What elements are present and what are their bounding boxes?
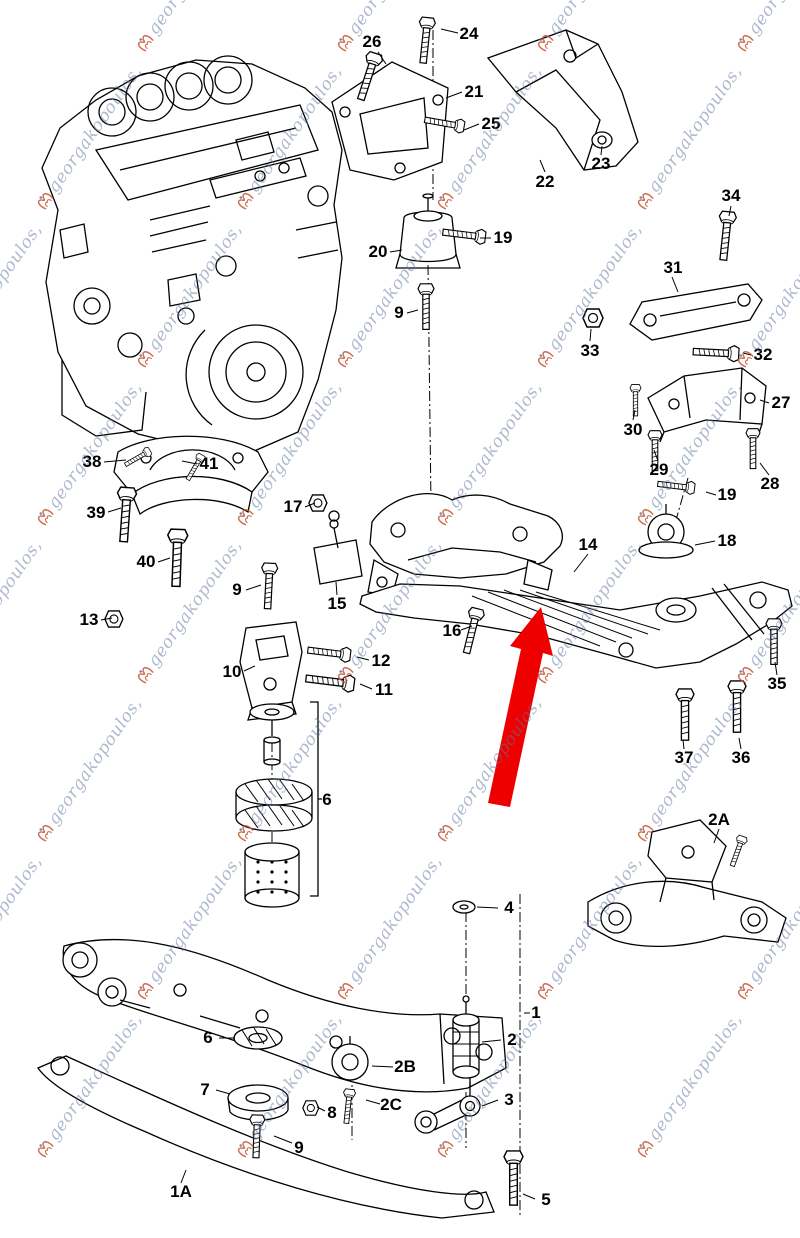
upper-bracket-22 xyxy=(486,29,639,171)
torque-rod-31 xyxy=(629,283,763,341)
lower-arm-1A xyxy=(37,1055,495,1219)
engine-illustration xyxy=(41,55,343,465)
gearbox-bracket-27 xyxy=(647,367,767,443)
gearbox-mount-18 xyxy=(638,504,694,559)
stop-block-15 xyxy=(313,510,363,585)
front-crossmember-1 xyxy=(62,938,507,1093)
mount-bracket-10 xyxy=(239,621,303,721)
rear-bracket-2A xyxy=(587,819,787,948)
leader-lines xyxy=(100,28,778,1200)
insulator-stack-6 xyxy=(235,701,322,908)
highlight-arrow xyxy=(488,607,553,807)
subframe-14 xyxy=(359,493,793,669)
engine-mount-20 xyxy=(395,193,461,269)
